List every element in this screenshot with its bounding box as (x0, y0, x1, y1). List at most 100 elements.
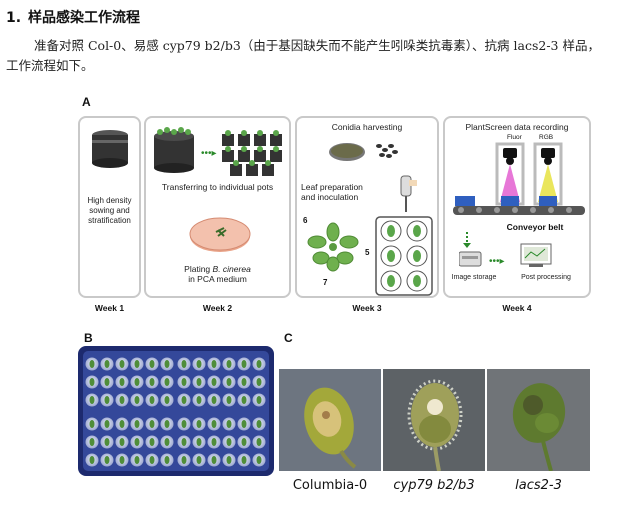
leaf-disc (256, 360, 262, 368)
leaf-disc (256, 420, 262, 428)
leaf-disc (164, 396, 170, 404)
leaf-disc (181, 420, 187, 428)
leaf-disc (181, 396, 187, 404)
svg-text:•••▸: •••▸ (201, 148, 217, 159)
week3-label: Week 3 (352, 303, 382, 313)
heading-number: 1. (6, 10, 22, 26)
leaf-disc (241, 396, 247, 404)
leaf-disc (226, 456, 232, 464)
leaf-disc (256, 378, 262, 386)
week3-title: Conidia harvesting (331, 122, 403, 132)
pipette-icon (400, 175, 417, 212)
leaf-disc (89, 360, 95, 368)
leaf-disc (149, 456, 155, 464)
image-storage-label: Image storage (451, 274, 497, 281)
leaf-disc (256, 456, 262, 464)
leaf-disc (226, 420, 232, 428)
leaf-disc (119, 360, 125, 368)
leaf-disc (226, 396, 232, 404)
leaf-disc (104, 438, 110, 446)
panel-c-label: C (284, 331, 293, 345)
label-cyp79: cyp79 b2/b3 (393, 478, 475, 493)
leaf-disc (89, 396, 95, 404)
petri-dish-icon (189, 217, 251, 252)
leaf-disc (196, 438, 202, 446)
leaf-disc (119, 378, 125, 386)
rosette-plant-icon (307, 222, 359, 272)
leaf-disc (241, 438, 247, 446)
rgb-label: RGB (539, 134, 554, 141)
leaf-disc (211, 438, 217, 446)
leaf-disc (241, 420, 247, 428)
leaf-disc (119, 456, 125, 464)
svg-text:•••▸: •••▸ (489, 256, 505, 267)
leaf-disc (134, 420, 140, 428)
week3-panel: Conidia harvesting Leaf preparation and … (295, 116, 439, 298)
section-heading: 1. 样品感染工作流程 (6, 7, 140, 27)
label-columbia: Columbia-0 (292, 478, 368, 493)
leaf-disc (181, 438, 187, 446)
leaf-disc (119, 438, 125, 446)
heading-title: 样品感染工作流程 (28, 10, 140, 26)
leaf-disc (181, 360, 187, 368)
step-5-label: 5 (365, 248, 370, 257)
leaf-photo-cyp79 (383, 369, 485, 471)
leaf-disc (149, 396, 155, 404)
leaf-disc (211, 456, 217, 464)
leaf-disc (134, 456, 140, 464)
leaf-disc (241, 378, 247, 386)
leaf-disc (134, 396, 140, 404)
leaf-disc (89, 378, 95, 386)
leaf-disc (149, 438, 155, 446)
leaf-disc (256, 396, 262, 404)
leaf-disc (149, 360, 155, 368)
week1-panel: High density sowing and stratification (78, 116, 141, 298)
leaf-disc (119, 420, 125, 428)
week4-title: PlantScreen data recording (465, 122, 569, 132)
paragraph-line-1: 准备对照 Col-0、易感 cyp79 b2/b3（由于基因缺失而不能产生吲哚类… (34, 38, 600, 53)
leaf-photo-columbia (279, 369, 381, 471)
leaf-disc (149, 378, 155, 386)
leaf-disc (196, 420, 202, 428)
intro-paragraph: 准备对照 Col-0、易感 cyp79 b2/b3（由于基因缺失而不能产生吲哚类… (6, 36, 636, 76)
leaf-disc (164, 420, 170, 428)
step-7-label: 7 (323, 278, 328, 287)
leaf-disc (181, 456, 187, 464)
leaf-disc (104, 456, 110, 464)
week4-panel: PlantScreen data recording Fluor RGB Con… (443, 116, 591, 298)
leaf-disc (226, 378, 232, 386)
leaf-disc (181, 378, 187, 386)
leaf-disc (164, 378, 170, 386)
leaf-disc (164, 438, 170, 446)
leaf-disc (119, 396, 125, 404)
inoculation-tray-icon (375, 216, 433, 296)
fluor-label: Fluor (507, 134, 522, 141)
leaf-disc (211, 360, 217, 368)
leaf-disc (196, 378, 202, 386)
week2-label: Week 2 (202, 303, 233, 313)
leaf-disc (211, 396, 217, 404)
leaf-disc (89, 456, 95, 464)
leaf-disc (104, 396, 110, 404)
week1-caption: High density sowing and stratification (87, 196, 132, 225)
leaf-disc (104, 420, 110, 428)
leaf-disc (256, 438, 262, 446)
week2-transfer-caption: Transferring to individual pots (161, 182, 274, 192)
leaf-disc (164, 360, 170, 368)
phenotyping-station-icon (453, 142, 585, 215)
leaf-disc (164, 456, 170, 464)
week4-label: Week 4 (502, 303, 532, 313)
leaf-disc (104, 378, 110, 386)
leaf-disc (196, 456, 202, 464)
leaf-disc (241, 360, 247, 368)
transfer-pots-icon: •••▸ (154, 127, 282, 176)
leaf-disc (149, 420, 155, 428)
post-processing-label: Post processing (521, 274, 571, 281)
leaf-disc (196, 360, 202, 368)
leaf-disc (226, 360, 232, 368)
leaf-disc (226, 438, 232, 446)
panel-b-label: B (84, 331, 93, 345)
step-6-label: 6 (303, 216, 308, 225)
leaf-disc (134, 378, 140, 386)
dense-pot-icon (92, 130, 128, 168)
